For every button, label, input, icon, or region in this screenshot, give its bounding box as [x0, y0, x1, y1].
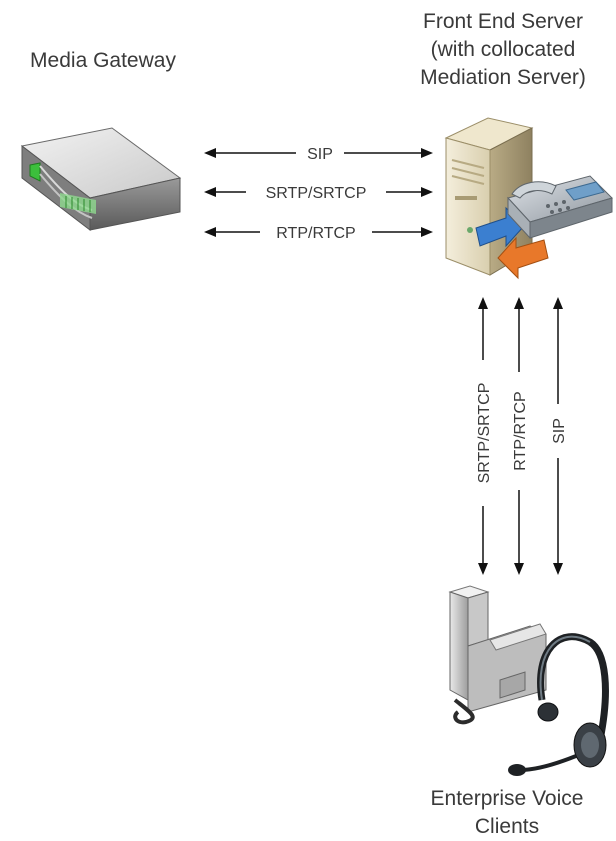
connection-label-sip-v: SIP	[551, 418, 568, 444]
voice-clients-label: Enterprise Voice Clients	[398, 785, 616, 841]
connection-srtp-horizontal: SRTP/SRTCP	[204, 182, 433, 202]
desk-phone-and-headset-icon	[448, 585, 609, 776]
front-end-server-label-line3: Mediation Server)	[420, 66, 586, 89]
front-end-server-label-line1: Front End Server	[423, 10, 583, 33]
connection-label-rtp-h: RTP/RTCP	[276, 225, 355, 242]
connection-rtp-vertical: RTP/RTCP	[509, 297, 529, 575]
gateway-server-connections: SIP SRTP/SRTCP RTP/RTCP	[204, 143, 433, 242]
server-clients-connections: SRTP/SRTCP RTP/RTCP SIP	[473, 297, 568, 575]
voice-clients-label-line1: Enterprise Voice	[430, 787, 584, 810]
voice-clients-label-line2: Clients	[474, 815, 540, 838]
server-with-phone-icon	[444, 117, 613, 280]
connection-srtp-vertical: SRTP/SRTCP	[473, 297, 493, 575]
connection-label-srtp-h: SRTP/SRTCP	[266, 185, 367, 202]
connection-label-srtp-v: SRTP/SRTCP	[476, 383, 493, 484]
connection-label-sip-h: SIP	[307, 146, 333, 163]
front-end-server-label-line2: (with collocated	[430, 38, 576, 61]
front-end-server-label: Front End Server (with collocated Mediat…	[390, 8, 616, 92]
media-gateway-icon	[20, 127, 182, 232]
media-gateway-label: Media Gateway	[30, 49, 176, 72]
connection-rtp-horizontal: RTP/RTCP	[204, 222, 433, 242]
connection-label-rtp-v: RTP/RTCP	[512, 391, 529, 470]
connection-sip-vertical: SIP	[548, 297, 568, 575]
connection-sip-horizontal: SIP	[204, 143, 433, 163]
